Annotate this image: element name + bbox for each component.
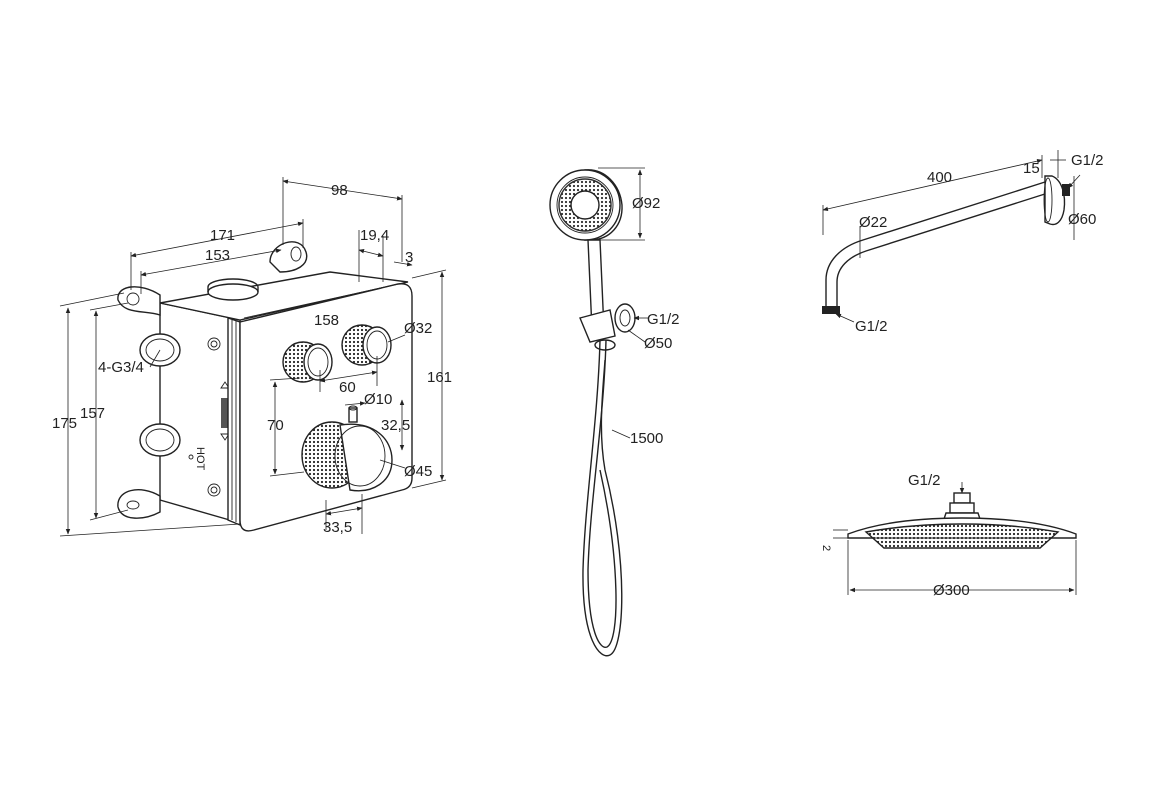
- brand-marking: [221, 398, 228, 428]
- dim-32-5: 32,5: [381, 417, 410, 434]
- dim-3: 3: [405, 249, 413, 266]
- hand-shower-head: [549, 169, 623, 241]
- dim-153: 153: [205, 247, 230, 264]
- dim-98: 98: [331, 182, 348, 199]
- dim-60: 60: [339, 379, 356, 396]
- mixer-dimension-lines: [59, 177, 447, 537]
- dim-diameter-32: Ø32: [404, 320, 432, 337]
- wall-holder: [579, 303, 636, 351]
- mixer-box-drawing: HOT: [52, 177, 452, 537]
- dim-70: 70: [267, 417, 284, 434]
- flow-knob-right: [341, 324, 392, 366]
- shower-arm-tube: [825, 181, 1046, 306]
- dim-33-5: 33,5: [323, 519, 352, 536]
- rain-head-connector-nut: [953, 492, 971, 504]
- dim-diameter-92: Ø92: [632, 195, 660, 212]
- dim-19-4: 19,4: [360, 227, 389, 244]
- dim-175: 175: [52, 415, 77, 432]
- dim-400: 400: [927, 169, 952, 186]
- dim-158: 158: [314, 312, 339, 329]
- dim-diameter-60: Ø60: [1068, 211, 1096, 228]
- dim-157: 157: [80, 405, 105, 422]
- hand-shower-drawing: Ø92 G1/2 Ø50 1500: [549, 167, 680, 657]
- rain-head-nozzles: [864, 523, 1060, 549]
- dim-diameter-10: Ø10: [364, 391, 392, 408]
- dim-diameter-50: Ø50: [644, 335, 672, 352]
- dim-g1-2-arm-end: G1/2: [855, 318, 888, 335]
- hot-marking: HOT: [194, 447, 206, 471]
- thermostatic-knob: [301, 405, 393, 492]
- dim-2: 2: [820, 545, 832, 551]
- dim-171: 171: [210, 227, 235, 244]
- arm-end-thread: [822, 306, 840, 314]
- dim-hose-1500: 1500: [630, 430, 663, 447]
- hose-inner: [587, 339, 617, 648]
- dim-diameter-300: Ø300: [933, 582, 970, 599]
- dim-diameter-22: Ø22: [859, 214, 887, 231]
- rain-head-drawing: G1/2 2 Ø300: [820, 472, 1077, 599]
- dim-161: 161: [427, 369, 452, 386]
- dim-g1-2-rain: G1/2: [908, 472, 941, 489]
- mixer-box-body: HOT: [159, 271, 409, 524]
- dim-thread-4-g3-4: 4-G3/4: [98, 359, 144, 376]
- dim-diameter-45: Ø45: [404, 463, 432, 480]
- wall-flange: [1044, 175, 1066, 226]
- dim-15: 15: [1023, 160, 1040, 177]
- dim-g1-2-wall: G1/2: [1071, 152, 1104, 169]
- shower-arm-drawing: 400 15 G1/2 Ø22 Ø60 G1/2: [822, 150, 1104, 335]
- hose: [582, 339, 623, 657]
- dim-g1-2-holder: G1/2: [647, 311, 680, 328]
- flow-knob-left: [282, 341, 333, 383]
